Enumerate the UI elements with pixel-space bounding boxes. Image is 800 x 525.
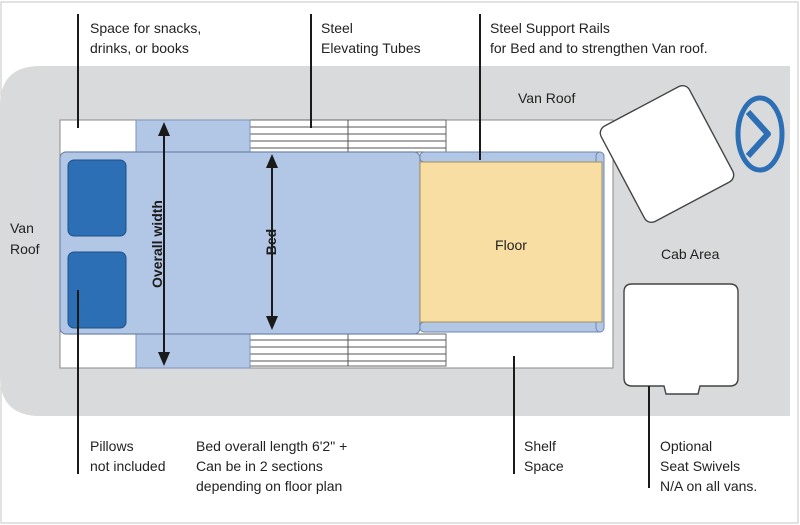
van-roof-top-label: Van Roof bbox=[518, 90, 575, 106]
floor bbox=[419, 161, 603, 323]
bed-label: Bed bbox=[263, 229, 279, 255]
tube-lines-bottom bbox=[250, 334, 446, 366]
pillows-label-line2: not included bbox=[90, 458, 166, 474]
snacks-label-line2: drinks, or books bbox=[90, 40, 189, 56]
pillow-bottom bbox=[67, 251, 127, 329]
shelf-label-line2: Space bbox=[524, 458, 564, 474]
shelf-label-line1: Shelf bbox=[524, 438, 556, 454]
tubes-label-line1: Steel bbox=[321, 20, 353, 36]
rails-label-line1: Steel Support Rails bbox=[490, 20, 610, 36]
bed-arrow bbox=[266, 154, 278, 330]
van-roof-left-line1: Van bbox=[10, 220, 34, 236]
length-label-line1: Bed overall length 6'2" + bbox=[196, 438, 347, 454]
support-rail-top bbox=[419, 151, 604, 163]
support-rail-bottom bbox=[419, 321, 604, 333]
leader-lines bbox=[77, 14, 650, 488]
pillow-top bbox=[67, 159, 127, 237]
swivels-label-line1: Optional bbox=[660, 438, 712, 454]
pillows-label-line1: Pillows bbox=[90, 438, 134, 454]
tube-lines-top bbox=[250, 120, 446, 152]
tubes-label-line2: Elevating Tubes bbox=[321, 40, 421, 56]
overall-width-label: Overall width bbox=[149, 200, 165, 288]
length-label-line3: depending on floor plan bbox=[196, 478, 342, 494]
overall-width-arrow bbox=[158, 122, 170, 366]
swivels-label-line2: Seat Swivels bbox=[660, 458, 740, 474]
passenger-seat bbox=[623, 283, 739, 395]
floor-label: Floor bbox=[495, 237, 527, 253]
steering-wheel-icon bbox=[735, 95, 785, 173]
van-roof-left-line2: Roof bbox=[10, 241, 40, 257]
length-label-line2: Can be in 2 sections bbox=[196, 458, 323, 474]
rails-label-line2: for Bed and to strengthen Van roof. bbox=[490, 40, 708, 56]
swivels-label-line3: N/A on all vans. bbox=[660, 478, 757, 494]
cab-area-label: Cab Area bbox=[661, 246, 720, 262]
driver-seat bbox=[599, 84, 735, 224]
snacks-label-line1: Space for snacks, bbox=[90, 20, 201, 36]
